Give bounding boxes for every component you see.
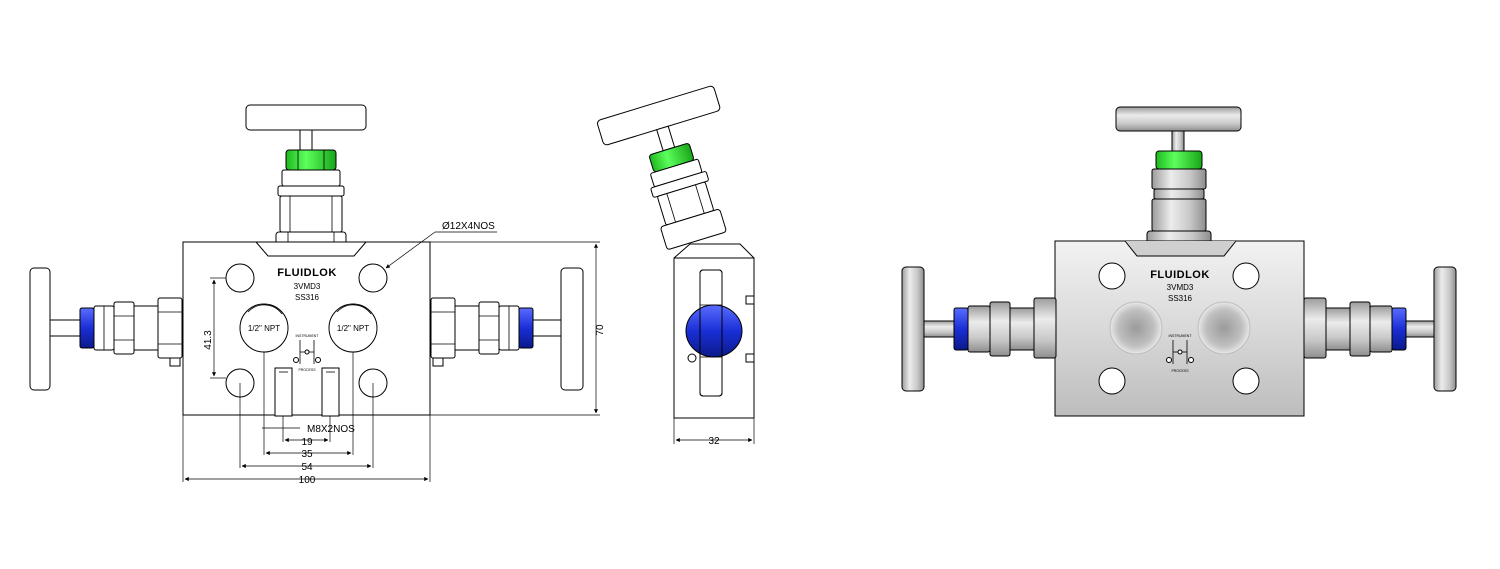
shaded-view: FLUIDLOK 3VMD3 SS316 INSTRUMENT PROCESS [901, 106, 1457, 417]
dim-41-3: 41.3 [203, 330, 214, 350]
svg-text:INSTRUMENT: INSTRUMENT [296, 334, 320, 338]
shaded-right-valve [1303, 266, 1457, 392]
green-lock-nut [285, 149, 337, 171]
shaded-port-left [1109, 301, 1163, 355]
shaded-body [1054, 240, 1305, 417]
shaded-material-label: SS316 [1168, 294, 1193, 303]
shaded-top-handle [1115, 106, 1242, 132]
svg-text:INSTRUMENT: INSTRUMENT [1169, 334, 1193, 338]
shaded-flow-symbol: INSTRUMENT PROCESS [1166, 334, 1194, 373]
front-view: 1/2" NPT 1/2" NPT FLUIDLOK 3VMD3 SS316 I… [29, 104, 606, 486]
dim-70: 70 [595, 324, 606, 336]
shaded-brand-label: FLUIDLOK [1150, 269, 1210, 281]
top-handle [245, 104, 367, 131]
mounting-hole-tl [225, 263, 255, 293]
shaded-green-nut [1155, 150, 1203, 170]
right-side-valve [430, 267, 584, 391]
mounting-hole-tr [358, 263, 388, 293]
port-label-right: 1/2" NPT [337, 324, 369, 333]
manifold-body-outline [182, 241, 431, 416]
callout-bolts: M8X2NOS [307, 424, 355, 435]
shaded-port-right [1197, 301, 1251, 355]
svg-text:PROCESS: PROCESS [1171, 369, 1189, 373]
dim-100: 100 [299, 475, 316, 486]
top-stem [299, 129, 313, 151]
dim-35: 35 [301, 449, 313, 460]
flow-symbol: INSTRUMENT PROCESS [293, 334, 321, 372]
bolt-slot-left [274, 367, 293, 417]
side-view: 32 [597, 85, 755, 447]
model-label: 3VMD3 [294, 282, 321, 291]
dim-19: 19 [301, 437, 313, 448]
left-side-valve [29, 267, 183, 391]
material-label: SS316 [295, 293, 320, 302]
dim-54: 54 [301, 462, 313, 473]
svg-text:PROCESS: PROCESS [298, 368, 316, 372]
shaded-model-label: 3VMD3 [1167, 283, 1194, 292]
brand-label: FLUIDLOK [277, 267, 337, 279]
shaded-left-valve [901, 266, 1057, 392]
port-label-left: 1/2" NPT [248, 324, 280, 333]
callout-holes: Ø12X4NOS [442, 221, 495, 232]
dim-32: 32 [708, 436, 720, 447]
bolt-slot-right [321, 367, 340, 417]
